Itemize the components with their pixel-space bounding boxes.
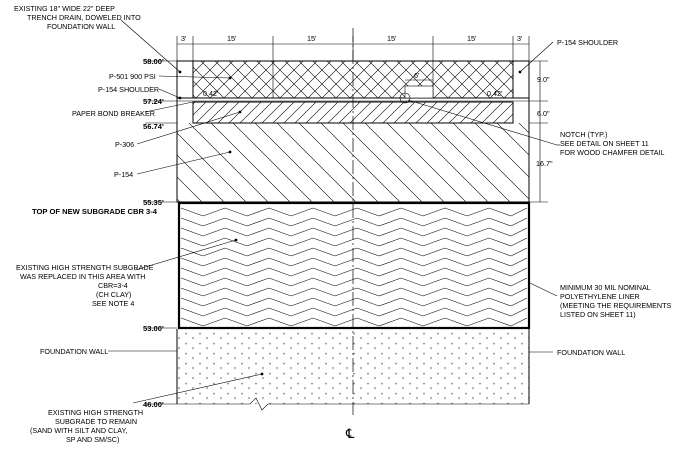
dim-15ft-2: 15': [307, 34, 317, 43]
note-trench-drain-1: EXISTING 18" WIDE 22" DEEP: [14, 4, 115, 13]
elev-53-00: 53.00': [143, 324, 164, 333]
subgrade-wave-line: [180, 237, 528, 247]
note-liner-1: MINIMUM 30 MIL NOMINAL: [560, 283, 651, 292]
note-liner-3: (MEETING THE REQUIREMENTS: [560, 301, 671, 310]
note-liner-2: POLYETHYLENE LINER: [560, 292, 640, 301]
top-dimensions: 3' 15' 15' 15' 15' 3': [176, 34, 530, 61]
dim-9in: 9.0": [537, 75, 550, 84]
note-replaced-1: EXISTING HIGH STRENGTH SUBGRADE: [16, 263, 154, 272]
note-p306: P-306: [115, 140, 134, 149]
dim-6in: 6.0": [537, 109, 550, 118]
subgrade-wave-line: [180, 257, 528, 267]
subgrade-wave-line: [180, 267, 528, 277]
note-remain-3: (SAND WITH SILT AND CLAY,: [30, 426, 127, 435]
note-remain-1: EXISTING HIGH STRENGTH: [48, 408, 143, 417]
note-p154: P-154: [114, 170, 133, 179]
note-remain-2: SUBGRADE TO REMAIN: [55, 417, 137, 426]
dim-offset-right: 0.42': [487, 89, 503, 98]
subgrade-wave-line: [180, 247, 528, 257]
centerline-symbol: ℄: [345, 427, 355, 442]
thickness-dimensions: 9.0" 6.0" 16.7": [529, 60, 553, 203]
note-trench-drain-2: TRENCH DRAIN, DOWELED INTO: [27, 13, 141, 22]
note-remain-4: SP AND SM/SC): [66, 435, 119, 444]
dim-offset-left: 0.42': [203, 89, 219, 98]
new-subgrade: [177, 201, 531, 330]
subgrade-wave-line: [180, 207, 528, 217]
note-notch-2: SEE DETAIL ON SHEET 11: [560, 139, 649, 148]
subgrade-wave-line: [180, 277, 528, 287]
note-p154-shoulder-right: P-154 SHOULDER: [557, 38, 618, 47]
elev-57-24: 57.24': [143, 97, 164, 106]
dim-15ft-3: 15': [387, 34, 397, 43]
note-notch-3: FOR WOOD CHAMFER DETAIL: [560, 148, 665, 157]
subgrade-wave-line: [180, 297, 528, 307]
dim-notch-6ft: 6': [414, 71, 420, 80]
elev-55-35: 55.35': [143, 198, 164, 207]
note-notch-1: NOTCH (TYP.): [560, 130, 607, 139]
elev-56-74: 56.74': [143, 122, 164, 131]
leader-lines: [108, 19, 560, 404]
note-p154-shoulder-left: P-154 SHOULDER: [98, 85, 159, 94]
note-replaced-5: SEE NOTE 4: [92, 299, 134, 308]
note-replaced-4: (CH CLAY): [96, 290, 131, 299]
note-trench-drain-3: FOUNDATION WALL: [47, 22, 115, 31]
dim-15ft-4: 15': [467, 34, 477, 43]
subgrade-wave-line: [180, 217, 528, 227]
elev-46-00: 46.00': [143, 400, 164, 409]
note-foundation-wall-left: FOUNDATION WALL: [40, 347, 108, 356]
elev-58-00: 58.00': [143, 57, 164, 66]
subgrade-wave-line: [180, 287, 528, 297]
dim-3ft-left: 3': [181, 34, 187, 43]
subgrade-wave-line: [180, 307, 528, 317]
note-p501: P-501 900 PSI: [109, 72, 156, 81]
note-foundation-wall-right: FOUNDATION WALL: [557, 348, 625, 357]
dim-15ft-1: 15': [227, 34, 237, 43]
note-replaced-2: WAS REPLACED IN THIS AREA WITH: [20, 272, 145, 281]
subgrade-wave-line: [180, 227, 528, 237]
note-paper-bond: PAPER BOND BREAKER: [72, 109, 155, 118]
note-replaced-3: CBR=3-4: [98, 281, 128, 290]
subgrade-wave-line: [180, 317, 528, 327]
elevation-marks: 58.00' 57.24' 56.74' 55.35' 53.00' 46.00…: [143, 57, 177, 409]
dim-3ft-right: 3': [517, 34, 523, 43]
note-subgrade-top: TOP OF NEW SUBGRADE CBR 3-4: [32, 207, 158, 216]
dim-16-7in: 16.7": [536, 159, 553, 168]
note-liner-4: LISTED ON SHEET 11): [560, 310, 636, 319]
